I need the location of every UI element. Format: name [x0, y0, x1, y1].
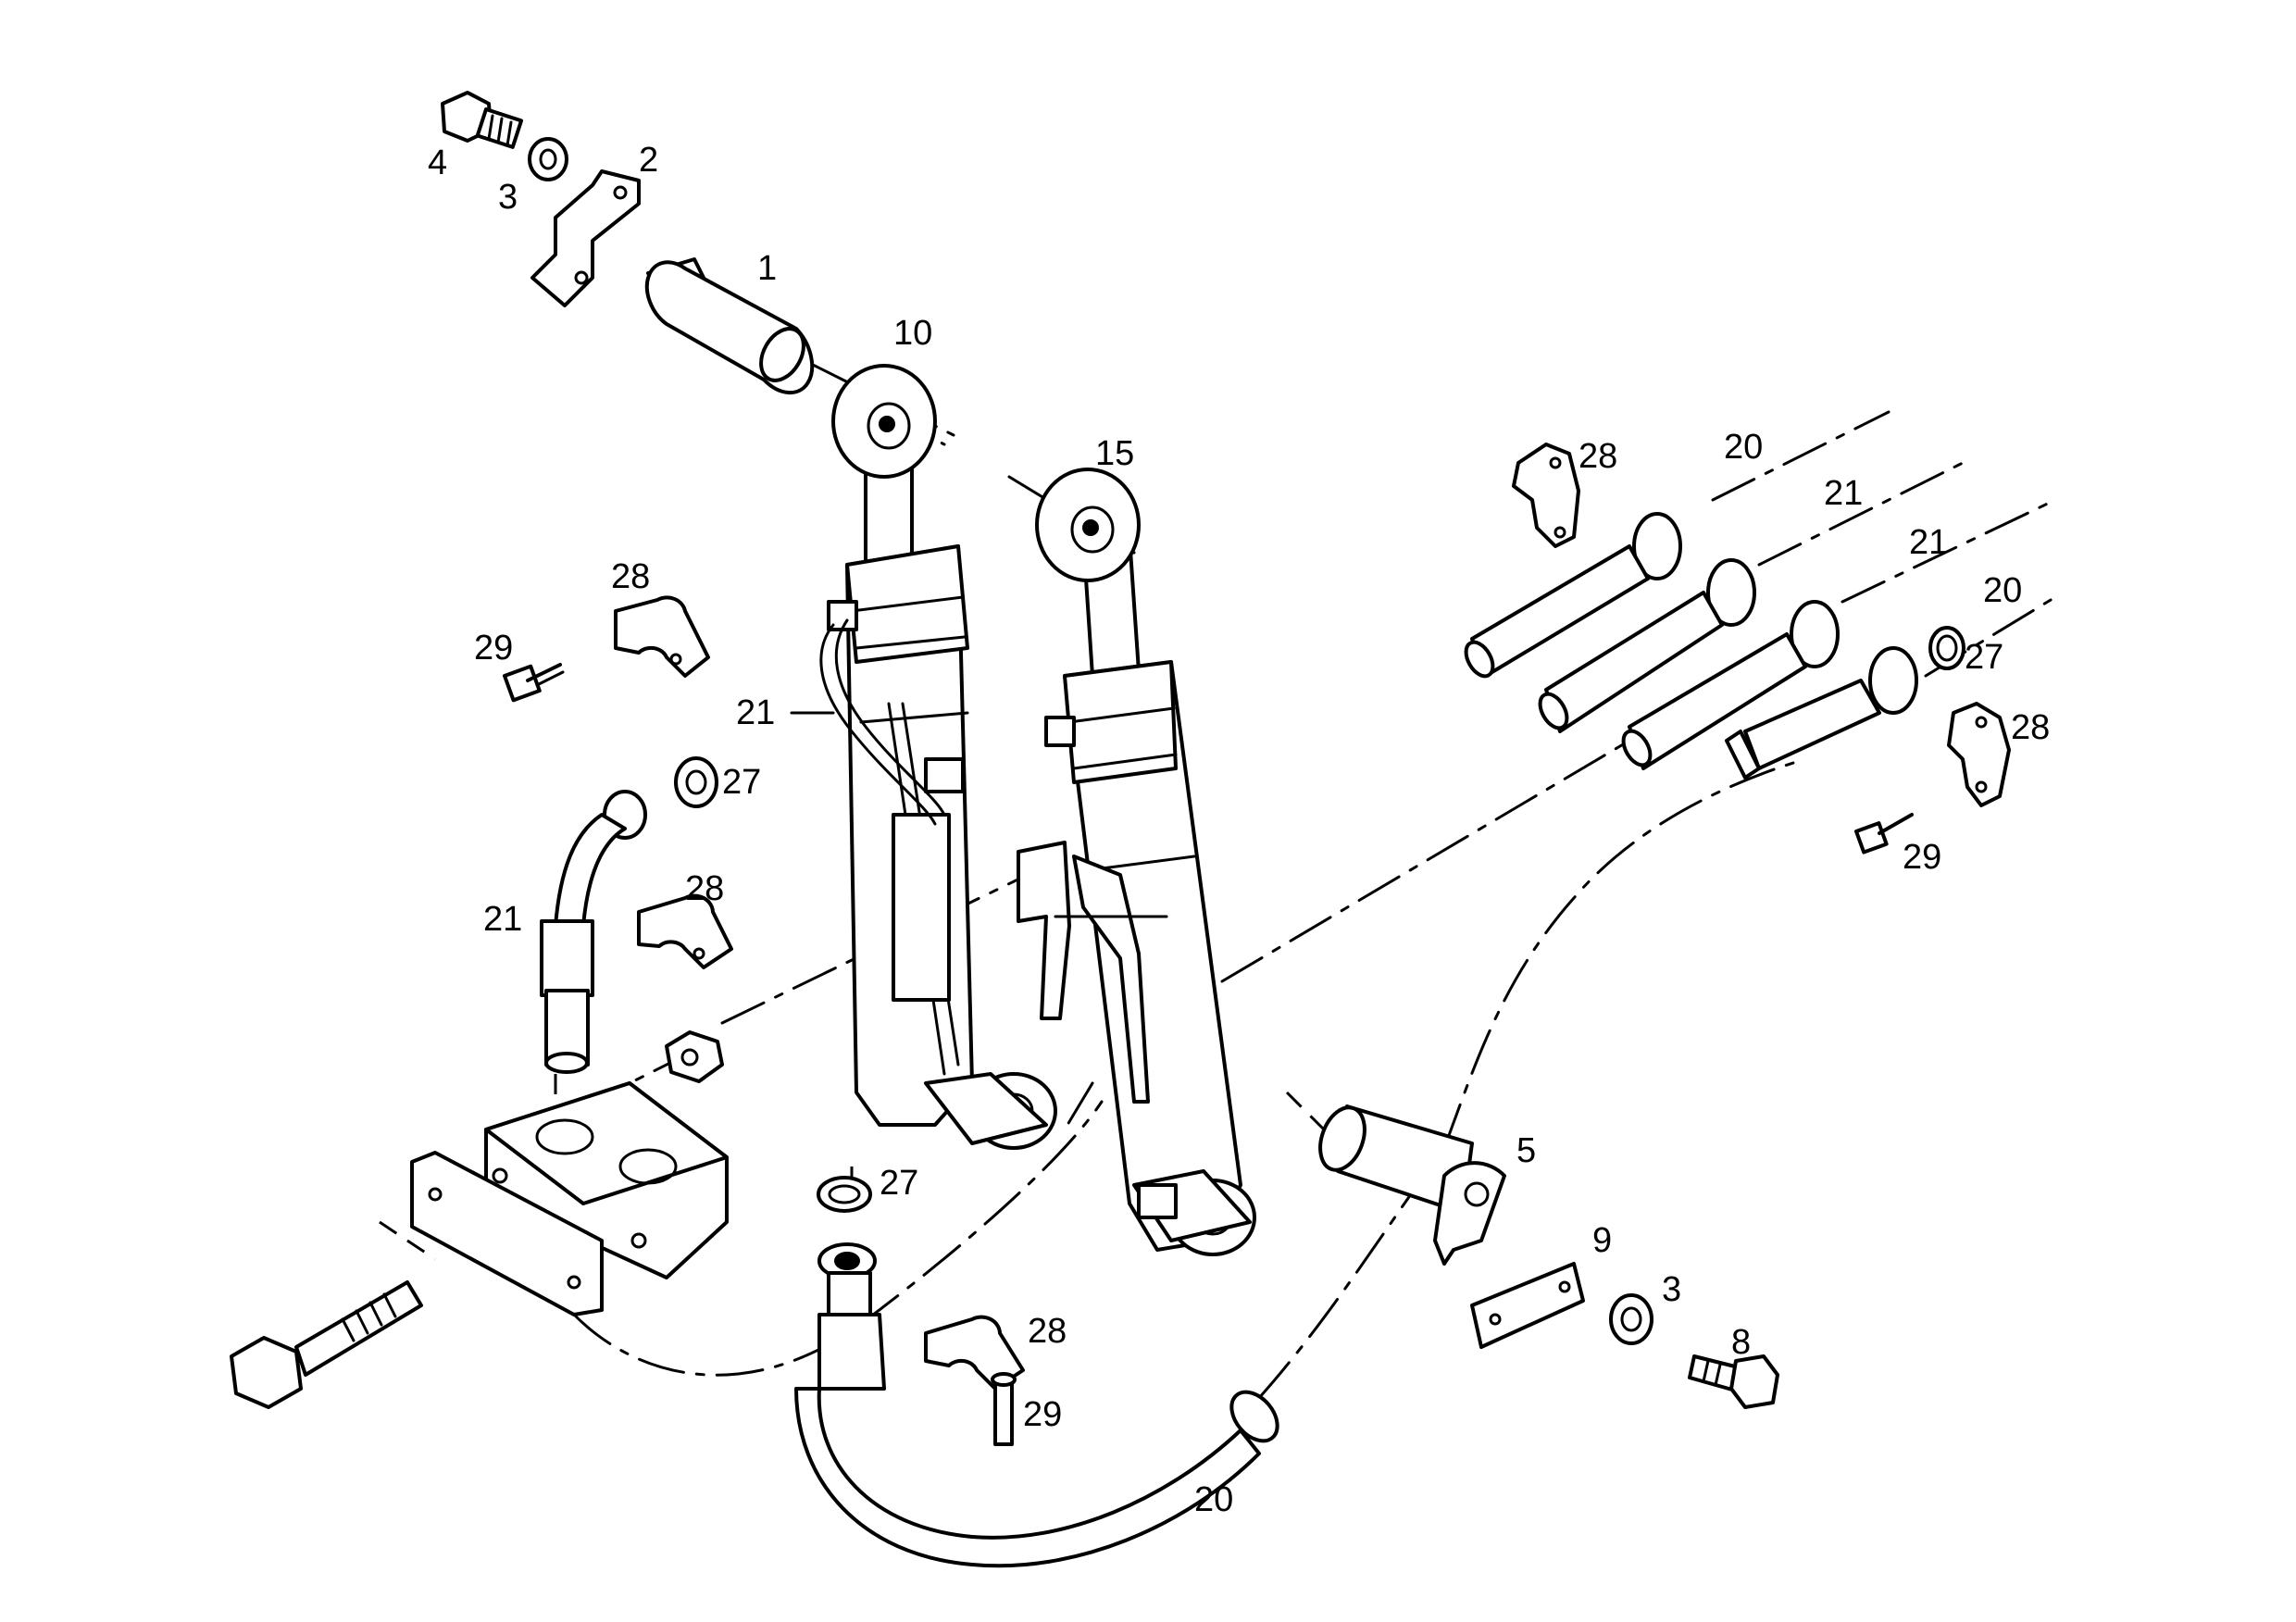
- callout-29: 29: [474, 629, 513, 668]
- callout-27: 27: [1965, 638, 2003, 677]
- hose-21-left: [540, 790, 647, 1074]
- callout-28: 28: [685, 869, 724, 908]
- washer-3-bottom: [1609, 1293, 1653, 1345]
- clamp-2: [530, 169, 641, 307]
- hose-21-right-2: [1621, 600, 1840, 770]
- clamp-28-right-top: [1512, 443, 1580, 548]
- callout-28: 28: [611, 557, 650, 596]
- callout-20: 20: [1194, 1480, 1233, 1519]
- screw-29-right: [1854, 813, 1914, 855]
- mounting-block: [410, 1081, 729, 1316]
- screw-29-left: [503, 663, 565, 703]
- callout-3: 3: [498, 178, 518, 217]
- hose-20-right-bottom: [1725, 646, 1918, 780]
- bolt-long: [230, 1280, 423, 1409]
- callout-15: 15: [1095, 434, 1134, 473]
- callout-5: 5: [1516, 1131, 1536, 1170]
- clamp-28-left-top: [614, 595, 710, 678]
- callout-8: 8: [1731, 1323, 1751, 1362]
- screw-29-bottom: [991, 1372, 1017, 1446]
- callout-28: 28: [1028, 1312, 1067, 1351]
- callout-28: 28: [2011, 708, 2050, 747]
- callout-4: 4: [428, 143, 447, 182]
- pin-1: [644, 257, 815, 395]
- callout-1: 1: [757, 249, 777, 288]
- nut: [665, 1030, 724, 1083]
- callout-29: 29: [1903, 838, 1941, 877]
- cylinder-bracket: [1017, 841, 1168, 1104]
- ring-27-right: [1928, 626, 1965, 670]
- cylinder-15: [1035, 468, 1256, 1256]
- washer-3-top: [528, 137, 568, 181]
- callout-21: 21: [483, 900, 522, 939]
- callout-29: 29: [1023, 1395, 1062, 1434]
- cylinder-10: [827, 364, 1057, 1150]
- callouts: 4 3 2 1 10 15 28 29 21 27 21 28 28 20 21…: [428, 141, 2050, 1519]
- callout-21: 21: [1909, 523, 1948, 562]
- hose-20-right-top: [1464, 512, 1682, 679]
- callout-9: 9: [1592, 1221, 1612, 1260]
- hose-21-right-1: [1538, 558, 1756, 733]
- callout-28: 28: [1578, 437, 1617, 476]
- ring-27-left: [674, 756, 718, 808]
- hose-20-bottom: [794, 1242, 1279, 1568]
- callout-21: 21: [736, 693, 775, 732]
- plate-9: [1470, 1262, 1585, 1349]
- bolt-4: [441, 91, 524, 149]
- bolt-8: [1688, 1354, 1779, 1409]
- callout-20: 20: [1724, 428, 1763, 467]
- callout-2: 2: [639, 141, 658, 180]
- hose-21-cylinder: [790, 618, 946, 826]
- callout-21: 21: [1824, 474, 1863, 513]
- clamp-28-left-mid: [637, 893, 733, 969]
- callout-27: 27: [880, 1164, 918, 1203]
- pin-5: [1318, 1104, 1506, 1266]
- callout-20: 20: [1983, 571, 2022, 610]
- callout-3: 3: [1662, 1270, 1681, 1309]
- callout-10: 10: [893, 314, 932, 353]
- clamp-28-right-bottom: [1947, 702, 2011, 807]
- callout-27: 27: [722, 763, 761, 802]
- ring-27-bottom: [817, 1176, 872, 1213]
